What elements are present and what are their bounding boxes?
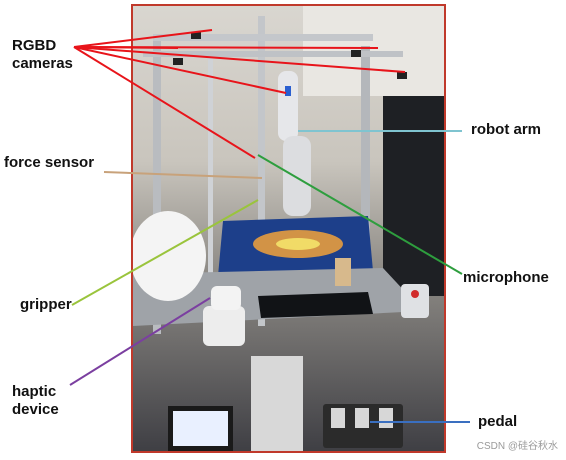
pc-tower — [251, 356, 303, 451]
keyboard — [258, 292, 373, 318]
microphone-line — [257, 154, 463, 275]
camera-1 — [191, 32, 201, 39]
rgbd-callout-lines — [73, 29, 406, 159]
haptic-device — [203, 306, 245, 346]
pedal-label: pedal — [478, 413, 518, 430]
rgbd-line-5 — [73, 46, 287, 94]
watermark: CSDN @硅谷秋水 — [476, 441, 558, 452]
robot-arm-lower — [283, 136, 311, 216]
rgbd-label-line-2: cameras — [12, 55, 73, 72]
monitor — [383, 96, 444, 296]
haptic-label-line-1: haptic — [12, 383, 57, 400]
frame-post-right — [361, 46, 370, 296]
robot-arm-upper — [278, 71, 298, 141]
emergency-stop-box — [401, 284, 429, 318]
gripper-label: gripper — [20, 296, 72, 313]
rgbd-line-1 — [73, 29, 213, 48]
microphone-label: microphone — [463, 269, 549, 286]
gripper-line — [71, 199, 259, 306]
setup-illustration — [133, 6, 444, 451]
haptic-device-label: haptic device — [12, 383, 59, 419]
rgbd-label-line-1: RGBD — [12, 37, 57, 54]
robot-arm-label: robot arm — [471, 121, 542, 138]
robot-arm-marker — [285, 86, 291, 96]
rgbd-line-6 — [73, 46, 256, 159]
haptic-line — [69, 297, 211, 386]
frame-post-back — [208, 51, 213, 291]
camera-4 — [397, 72, 407, 79]
gripper — [133, 211, 206, 301]
wooden-block — [335, 258, 351, 286]
frame-post-left — [153, 34, 161, 334]
force-sensor-line — [103, 171, 263, 179]
camera-2 — [173, 58, 183, 65]
force-sensor-label: force sensor — [4, 154, 95, 171]
frame-top-bar — [153, 34, 373, 41]
frame-post-center — [258, 16, 265, 326]
setup-photo — [131, 4, 446, 453]
rgbd-line-3 — [73, 46, 379, 49]
rgbd-cameras-label: RGBD cameras — [12, 37, 73, 73]
haptic-label-line-2: device — [12, 401, 59, 418]
frame-top-bar-front — [143, 51, 403, 57]
camera-3 — [351, 50, 361, 57]
rgbd-line-4 — [73, 46, 406, 73]
